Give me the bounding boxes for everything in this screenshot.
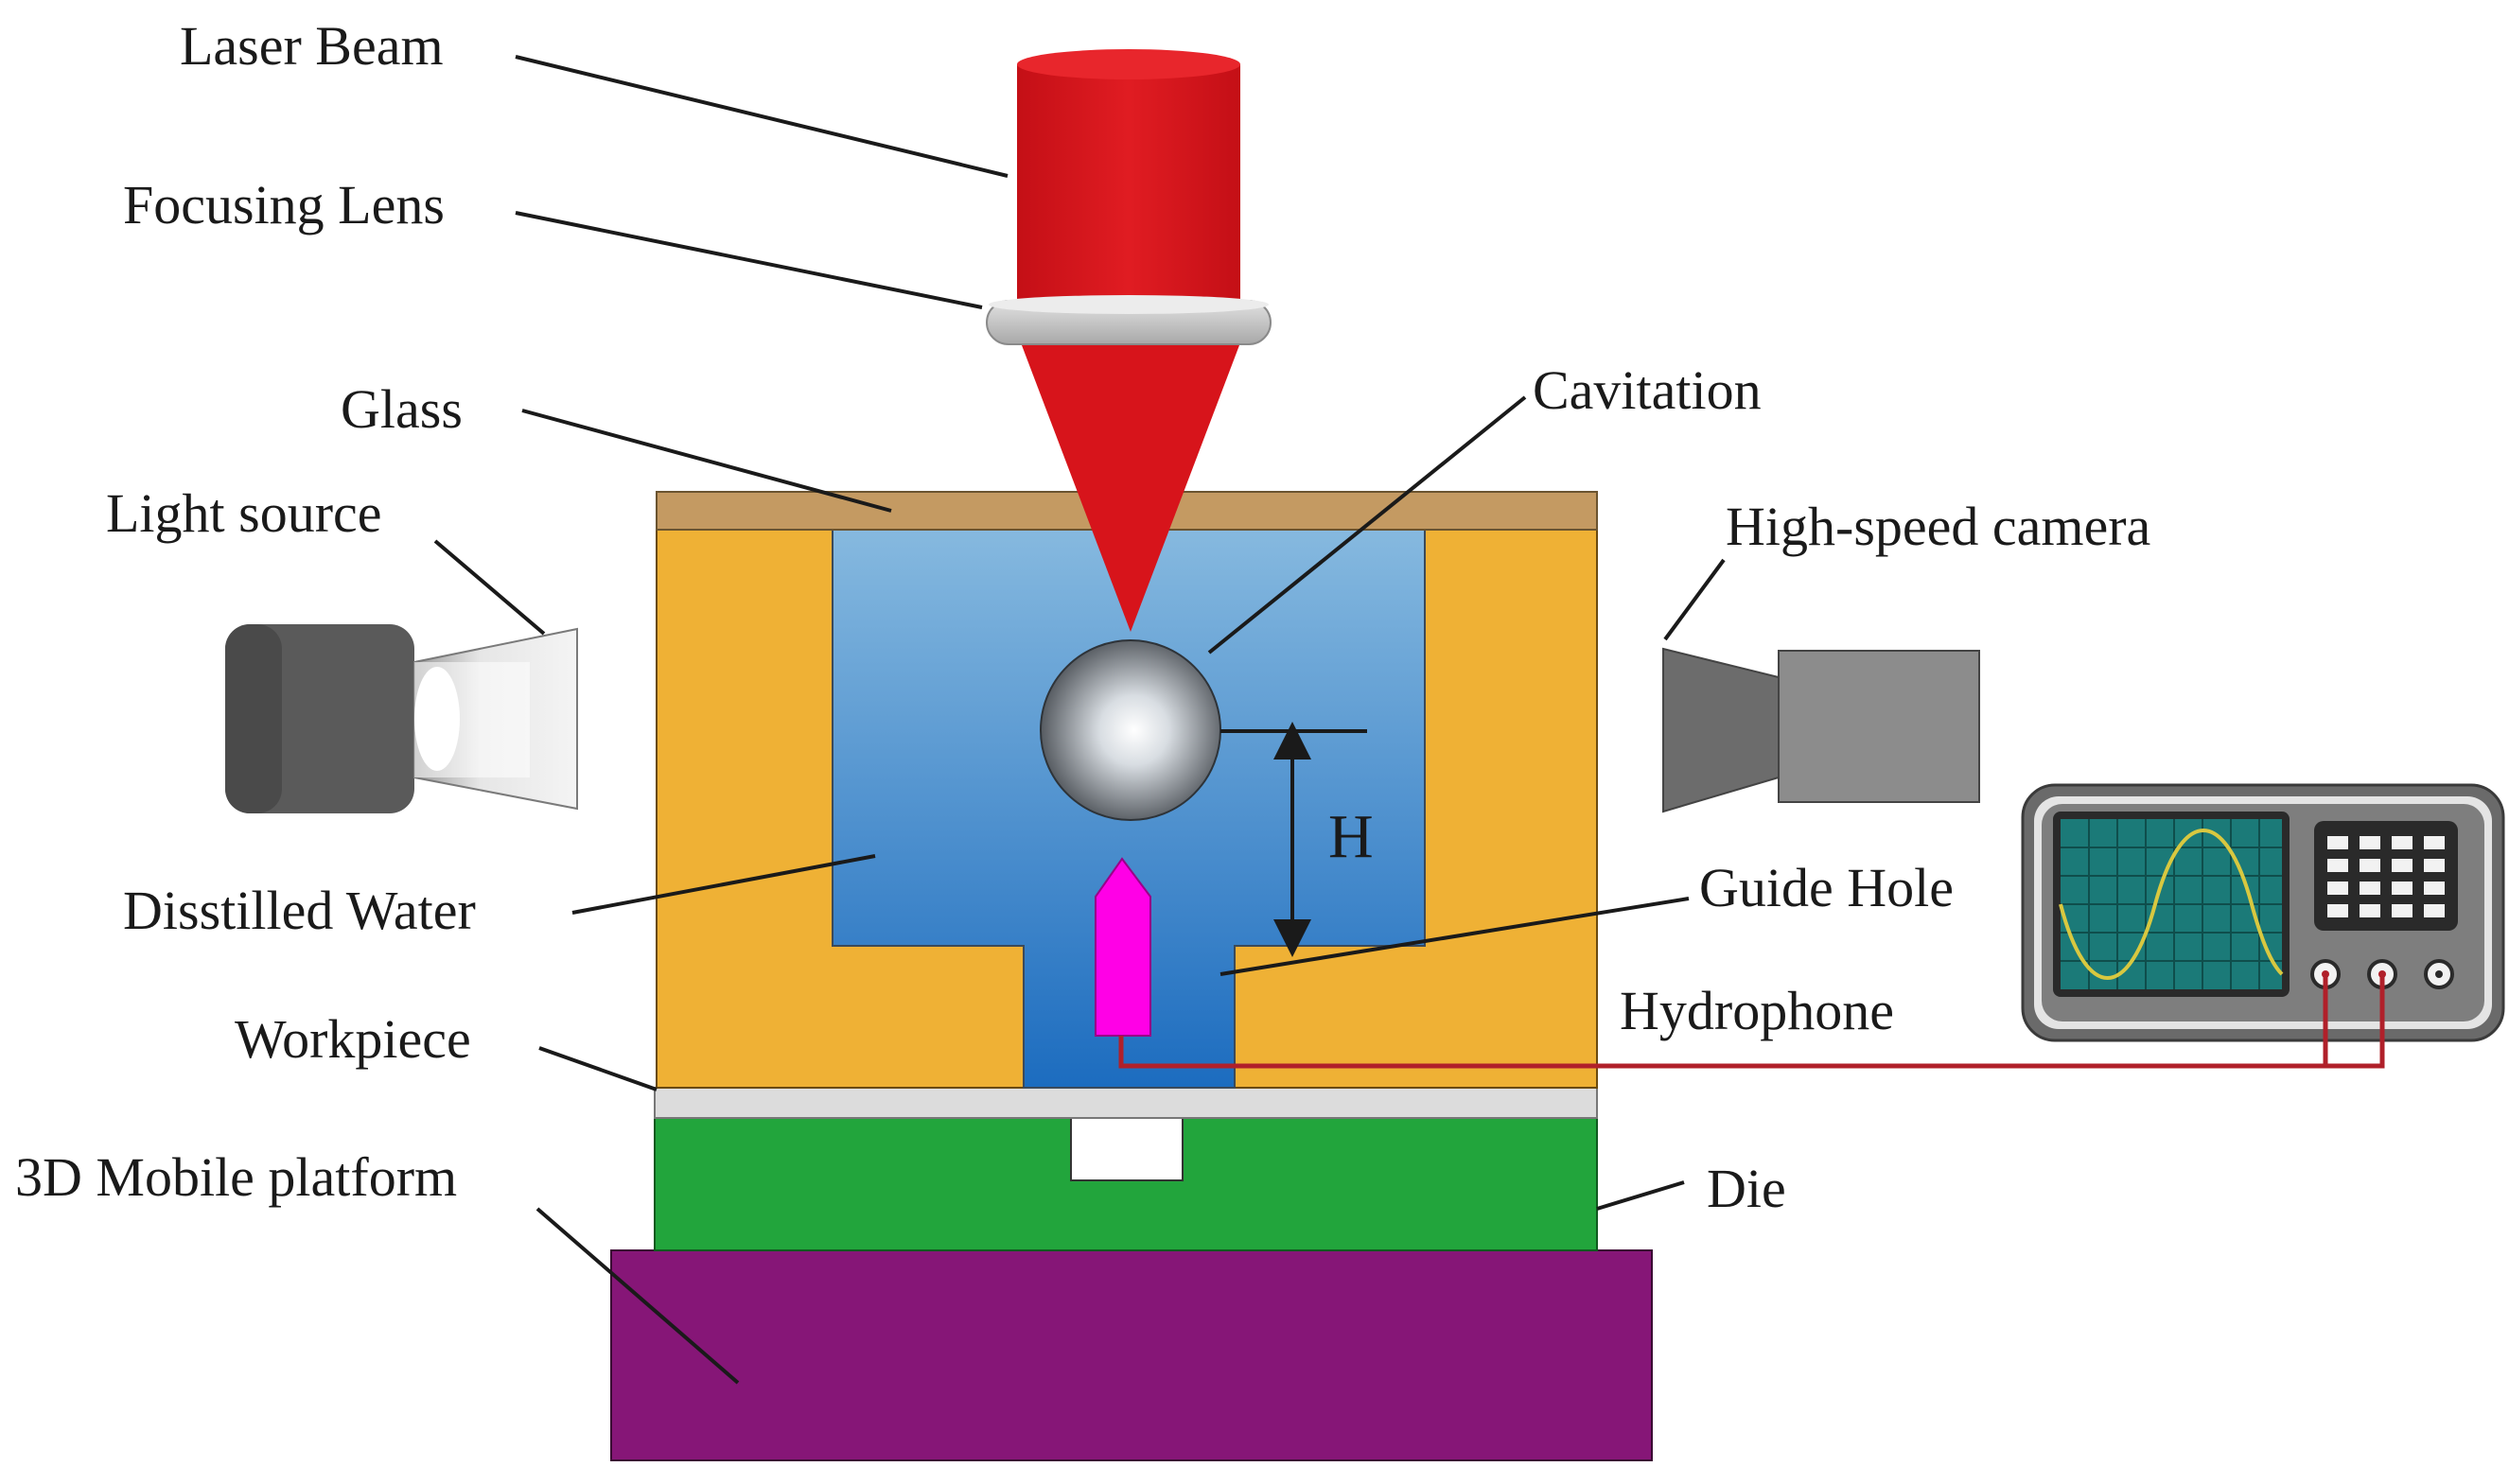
label-mobile-platform: 3D Mobile platform — [15, 1146, 457, 1208]
oscilloscope-keypad — [2327, 836, 2445, 917]
oscilloscope-screen — [2059, 819, 2284, 989]
die-cavity — [1070, 1117, 1184, 1181]
label-guide-hole: Guide Hole — [1699, 857, 1954, 918]
hydrophone-probe — [1095, 857, 1151, 1037]
light-source-icon — [225, 624, 578, 813]
label-workpiece: Workpiece — [235, 1008, 471, 1070]
mobile-platform — [610, 1249, 1653, 1461]
label-light-source: Light source — [106, 482, 382, 544]
height-label: H — [1328, 802, 1374, 871]
label-die: Die — [1707, 1158, 1786, 1219]
laser-beam — [1017, 49, 1240, 312]
leader-lines — [433, 55, 1726, 1385]
oscilloscope-icon — [2021, 783, 2505, 1042]
label-glass: Glass — [341, 378, 463, 440]
focusing-lens — [986, 295, 1272, 345]
label-cavitation: Cavitation — [1533, 359, 1762, 421]
laser-focus-cone — [1022, 345, 1239, 632]
high-speed-camera-icon — [1662, 647, 1980, 813]
label-laser-beam: Laser Beam — [180, 15, 444, 77]
hydrophone-cable — [1118, 974, 2385, 1069]
label-high-speed-camera: High-speed camera — [1726, 496, 2150, 557]
workpiece — [654, 1087, 1598, 1119]
label-hydrophone: Hydrophone — [1620, 980, 1894, 1041]
height-dimension — [1220, 722, 1367, 957]
cavitation-bubble — [1040, 639, 1221, 821]
label-focusing-lens: Focusing Lens — [123, 174, 445, 236]
oscilloscope-waveform — [2059, 829, 2284, 980]
label-distilled-water: Disstilled Water — [123, 880, 476, 941]
